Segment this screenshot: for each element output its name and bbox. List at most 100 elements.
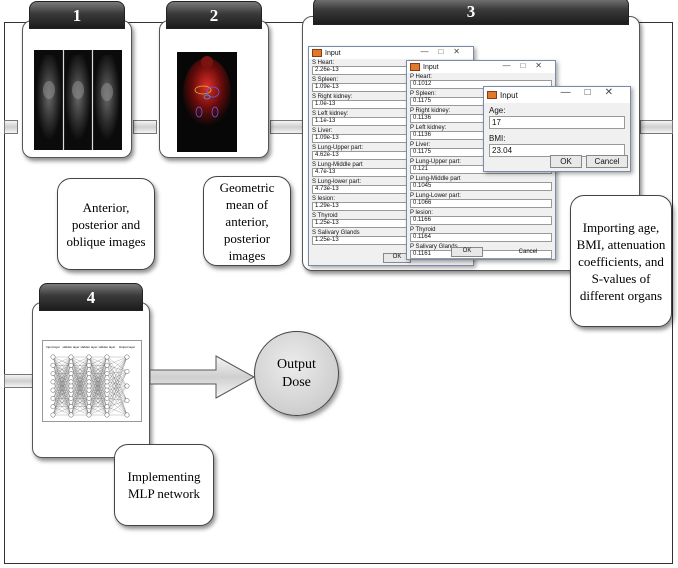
window-controls[interactable]: —□✕ (560, 87, 627, 98)
nn-connection (52, 381, 72, 416)
step-2-caption: Geometric mean of anterior, posterior im… (203, 176, 291, 266)
nn-connection (88, 398, 108, 416)
age-ok-button[interactable]: OK (550, 155, 582, 168)
nn-layer-header: Hidden layer (81, 345, 98, 349)
nn-neuron (104, 362, 110, 368)
field-input[interactable]: 0.1066 (410, 199, 552, 208)
nn-connection (70, 406, 90, 416)
dialog-title: Input (423, 63, 439, 71)
field-label: S Lung-Upper part: (312, 145, 364, 151)
field-label: P Lung-Middle part (410, 176, 461, 182)
nn-neuron (124, 412, 130, 418)
nn-neuron (68, 387, 74, 393)
field-label: S Spleen: (312, 77, 339, 83)
nn-connection (52, 356, 72, 416)
p-cancel-button[interactable]: Cancel (518, 249, 538, 255)
nn-connection (70, 356, 90, 374)
nn-neuron (50, 412, 56, 418)
field-label: P Liver: (410, 142, 431, 148)
nn-connection (106, 406, 128, 416)
nn-connection (70, 356, 90, 416)
arrow-bar-left-top (4, 120, 18, 134)
nn-connection (106, 390, 128, 401)
nn-connection (106, 385, 128, 407)
age-bmi-titlebar: Input —□✕ (484, 87, 630, 103)
field-label: S Thyroid (312, 213, 338, 219)
geometric-mean-image (177, 52, 237, 152)
nn-neuron (50, 371, 56, 376)
nn-neuron (86, 412, 92, 418)
nn-connection (70, 356, 90, 366)
nn-connection (88, 406, 108, 416)
scintigraphy-images (34, 50, 122, 150)
nn-neuron (68, 379, 74, 385)
nn-connection (106, 371, 128, 374)
nn-neuron (50, 362, 56, 368)
nn-connection (88, 373, 108, 416)
nn-neuron (104, 371, 110, 376)
nn-neuron (86, 396, 92, 401)
java-app-icon (312, 49, 322, 57)
nn-neuron (68, 354, 74, 360)
field-input[interactable]: 0.1166 (410, 216, 552, 225)
nn-connection (106, 356, 128, 374)
nn-connection (88, 356, 108, 399)
step-4-caption: Implementing MLP network (114, 444, 214, 526)
nn-connection (52, 406, 72, 416)
nn-neuron (104, 354, 110, 360)
nn-connection (88, 381, 108, 416)
nn-connection (52, 356, 72, 366)
nn-connection (52, 373, 72, 416)
field-label: S Heart: (312, 60, 335, 66)
field-input[interactable]: 0.1164 (410, 233, 552, 242)
nn-connection (106, 371, 128, 391)
nn-neuron (68, 396, 74, 401)
nn-neuron (86, 354, 92, 360)
nn-neuron (86, 371, 92, 376)
nn-connection (52, 356, 72, 407)
nn-connection (70, 365, 90, 416)
field-input[interactable]: 17 (489, 116, 625, 129)
arrow-bar-left-bottom (4, 374, 34, 388)
nn-connection (52, 390, 72, 416)
p-ok-button[interactable]: OK (451, 247, 483, 257)
nn-neuron (68, 404, 74, 410)
nn-connection (88, 356, 108, 416)
field-label: P Lung-Lower part: (410, 193, 461, 199)
field-label: P Left kidney: (410, 125, 447, 131)
field-label: P lesion: (410, 210, 433, 216)
nn-connection (52, 356, 72, 374)
nn-connection (106, 398, 128, 401)
nn-connection (106, 365, 128, 401)
window-controls[interactable]: —□✕ (420, 47, 470, 56)
field-input[interactable]: 0.1012 (410, 80, 552, 89)
field-label: P Spleen: (410, 91, 436, 97)
field-label: P Thyroid (410, 227, 436, 233)
field-label: S Left kidney: (312, 111, 349, 117)
nn-neuron (124, 398, 130, 403)
nn-connection (106, 371, 128, 416)
nn-neuron (124, 383, 130, 389)
nn-neuron (104, 412, 110, 418)
nn-connection (106, 373, 128, 401)
nn-neuron (104, 379, 110, 385)
nn-layer-header: Hidden layer (99, 345, 116, 349)
nn-neuron (104, 387, 110, 393)
nn-connection (106, 356, 128, 399)
window-controls[interactable]: —□✕ (502, 61, 552, 70)
s-values-titlebar: Input —□✕ (309, 47, 473, 59)
step-2-number: 2 (166, 1, 262, 29)
step-4-number: 4 (39, 283, 143, 311)
p-values-titlebar: Input —□✕ (407, 61, 555, 73)
nn-connection (106, 400, 128, 416)
nn-connection (106, 356, 128, 366)
nn-connection (88, 356, 108, 374)
nn-connection (106, 373, 128, 387)
field-input[interactable]: 0.1045 (410, 182, 552, 191)
nn-connection (70, 390, 90, 416)
nn-neuron (50, 404, 56, 410)
age-cancel-button[interactable]: Cancel (586, 155, 628, 168)
field-label: S Lung-Middle part (312, 162, 363, 168)
